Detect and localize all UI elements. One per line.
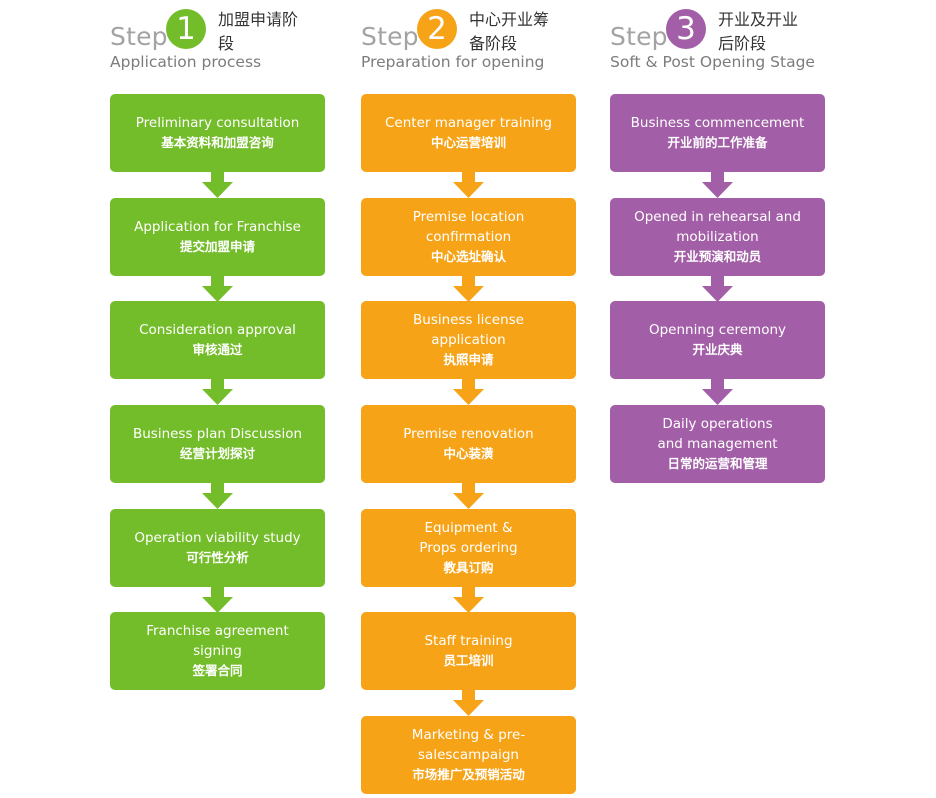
- flow-box-en: Franchise agreement signing: [146, 623, 289, 659]
- flow-box: Business commencement 开业前的工作准备: [610, 94, 825, 172]
- down-arrow-icon: [202, 483, 233, 509]
- flow-box: Staff training 员工培训: [361, 612, 576, 690]
- step-title-cn: 开业及开业后阶段: [718, 10, 799, 53]
- flow-box-cn: 基本资料和加盟咨询: [161, 135, 274, 150]
- flow-box-en: Opened in rehearsal and mobilization: [634, 209, 801, 245]
- step-label: Step: [110, 22, 168, 51]
- down-arrow-icon: [202, 276, 233, 302]
- down-arrow-icon: [202, 379, 233, 405]
- down-arrow-icon: [202, 172, 233, 198]
- flow-box-en: Daily operations and management: [657, 416, 778, 452]
- flow-box-en: Openning ceremony: [648, 322, 787, 338]
- step-number-badge: 3: [666, 9, 706, 49]
- flow-box-cn: 执照申请: [443, 352, 494, 367]
- flow-box: Preliminary consultation 基本资料和加盟咨询: [110, 94, 325, 172]
- flow-box: Openning ceremony 开业庆典: [610, 301, 825, 379]
- flow-box-en: Equipment & Props ordering: [419, 520, 518, 556]
- flow-box: Center manager training 中心运营培训: [361, 94, 576, 172]
- down-arrow-icon: [702, 172, 733, 198]
- flow-box-cn: 审核通过: [192, 342, 243, 357]
- step-1-column: Step 1 加盟申请阶段 Application process Prelim…: [110, 0, 325, 690]
- down-arrow-icon: [453, 172, 484, 198]
- flow-box: Consideration approval 审核通过: [110, 301, 325, 379]
- step-number-badge: 1: [166, 9, 206, 49]
- flow-box-cn: 可行性分析: [186, 550, 249, 565]
- step-label: Step: [361, 22, 419, 51]
- flow-box-en: Consideration approval: [139, 322, 296, 338]
- flow-box-cn: 中心装潢: [443, 446, 494, 461]
- step-1-header: Step 1 加盟申请阶段 Application process: [110, 0, 325, 94]
- flow-box-en: Preliminary consultation: [135, 115, 300, 131]
- down-arrow-icon: [702, 379, 733, 405]
- flow-box-cn: 中心运营培训: [430, 135, 506, 150]
- flow-box: Equipment & Props ordering 教具订购: [361, 509, 576, 587]
- flow-box-en: Business commencement: [630, 115, 805, 131]
- flow-box-en: Business license application: [413, 312, 524, 348]
- step-number-badge: 2: [417, 9, 457, 49]
- flow-box-en: Marketing & pre-salescampaign: [411, 727, 526, 763]
- flow-box: Operation viability study 可行性分析: [110, 509, 325, 587]
- flow-box: Marketing & pre-salescampaign 市场推广及预销活动: [361, 716, 576, 794]
- flow-box: Premise renovation 中心装潢: [361, 405, 576, 483]
- step-title-cn: 中心开业筹备阶段: [469, 10, 550, 53]
- flow-box: Daily operations and management 日常的运营和管理: [610, 405, 825, 483]
- flow-box-cn: 日常的运营和管理: [667, 456, 768, 471]
- flow-box-en: Operation viability study: [134, 530, 301, 546]
- flow-box: Business plan Discussion 经营计划探讨: [110, 405, 325, 483]
- flow-box-en: Application for Franchise: [134, 219, 301, 235]
- step-title-en: Preparation for opening: [361, 53, 545, 71]
- step-title-cn: 加盟申请阶段: [218, 10, 299, 53]
- flow-box: Application for Franchise 提交加盟申请: [110, 198, 325, 276]
- down-arrow-icon: [702, 276, 733, 302]
- flow-box-en: Business plan Discussion: [132, 426, 303, 442]
- flow-box-en: Premise location confirmation: [412, 209, 525, 245]
- flow-box-en: Center manager training: [385, 115, 552, 131]
- flow-box-cn: 中心选址确认: [430, 249, 506, 264]
- flow-box-cn: 开业庆典: [692, 342, 743, 357]
- flow-box-en: Premise renovation: [403, 426, 534, 442]
- step-2-header: Step 2 中心开业筹备阶段 Preparation for opening: [361, 0, 576, 94]
- down-arrow-icon: [453, 379, 484, 405]
- down-arrow-icon: [202, 587, 233, 613]
- flow-box-cn: 员工培训: [443, 653, 494, 668]
- down-arrow-icon: [453, 690, 484, 716]
- step-title-en: Application process: [110, 53, 262, 71]
- flow-box: Franchise agreement signing 签署合同: [110, 612, 325, 690]
- flow-box-cn: 开业前的工作准备: [667, 135, 768, 150]
- flow-box: Business license application 执照申请: [361, 301, 576, 379]
- down-arrow-icon: [453, 276, 484, 302]
- flow-box-cn: 经营计划探讨: [179, 446, 255, 461]
- step-2-column: Step 2 中心开业筹备阶段 Preparation for opening …: [361, 0, 576, 794]
- flow-box-cn: 签署合同: [192, 663, 243, 678]
- step-label: Step: [610, 22, 668, 51]
- step-3-column: Step 3 开业及开业后阶段 Soft & Post Opening Stag…: [610, 0, 825, 483]
- flow-box-cn: 市场推广及预销活动: [412, 767, 525, 782]
- step-title-en: Soft & Post Opening Stage: [610, 53, 815, 71]
- flow-box-cn: 教具订购: [443, 560, 494, 575]
- down-arrow-icon: [453, 587, 484, 613]
- flow-box-cn: 提交加盟申请: [179, 239, 255, 254]
- flow-box-en: Staff training: [424, 633, 513, 649]
- down-arrow-icon: [453, 483, 484, 509]
- flow-box: Premise location confirmation 中心选址确认: [361, 198, 576, 276]
- flow-box: Opened in rehearsal and mobilization 开业预…: [610, 198, 825, 276]
- step-3-header: Step 3 开业及开业后阶段 Soft & Post Opening Stag…: [610, 0, 825, 94]
- flow-box-cn: 开业预演和动员: [673, 249, 762, 264]
